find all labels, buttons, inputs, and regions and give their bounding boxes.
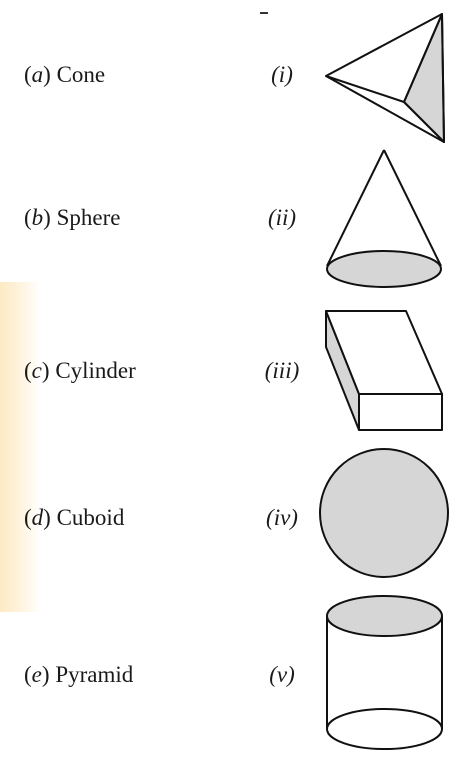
left-item-d-name: Cuboid	[56, 505, 125, 530]
left-item-b-letter: (b)	[24, 205, 51, 230]
left-item-a-letter: (a)	[24, 62, 51, 87]
left-item-b-name: Sphere	[56, 205, 121, 230]
left-item-c: (c) Cylinder	[24, 358, 136, 384]
left-item-e-letter: (e)	[24, 662, 50, 687]
right-item-ii-numeral: (ii)	[267, 205, 297, 230]
left-item-a: (a) Cone	[24, 62, 105, 88]
right-item-i-numeral: (i)	[271, 62, 293, 87]
margin-tint	[0, 282, 40, 612]
left-item-c-name: Cylinder	[55, 358, 136, 383]
right-item-iii-numeral: (iii)	[264, 358, 300, 383]
right-item-v-numeral: (v)	[269, 662, 295, 687]
left-item-e-name: Pyramid	[55, 662, 134, 687]
left-item-e: (e) Pyramid	[24, 662, 133, 688]
left-item-d: (d) Cuboid	[24, 505, 124, 531]
left-item-c-letter: (c)	[24, 358, 50, 383]
left-item-a-name: Cone	[56, 62, 106, 87]
scan-speck	[260, 12, 268, 14]
left-item-d-letter: (d)	[24, 505, 51, 530]
right-item-iv-numeral: (iv)	[266, 505, 298, 530]
left-item-b: (b) Sphere	[24, 205, 120, 231]
